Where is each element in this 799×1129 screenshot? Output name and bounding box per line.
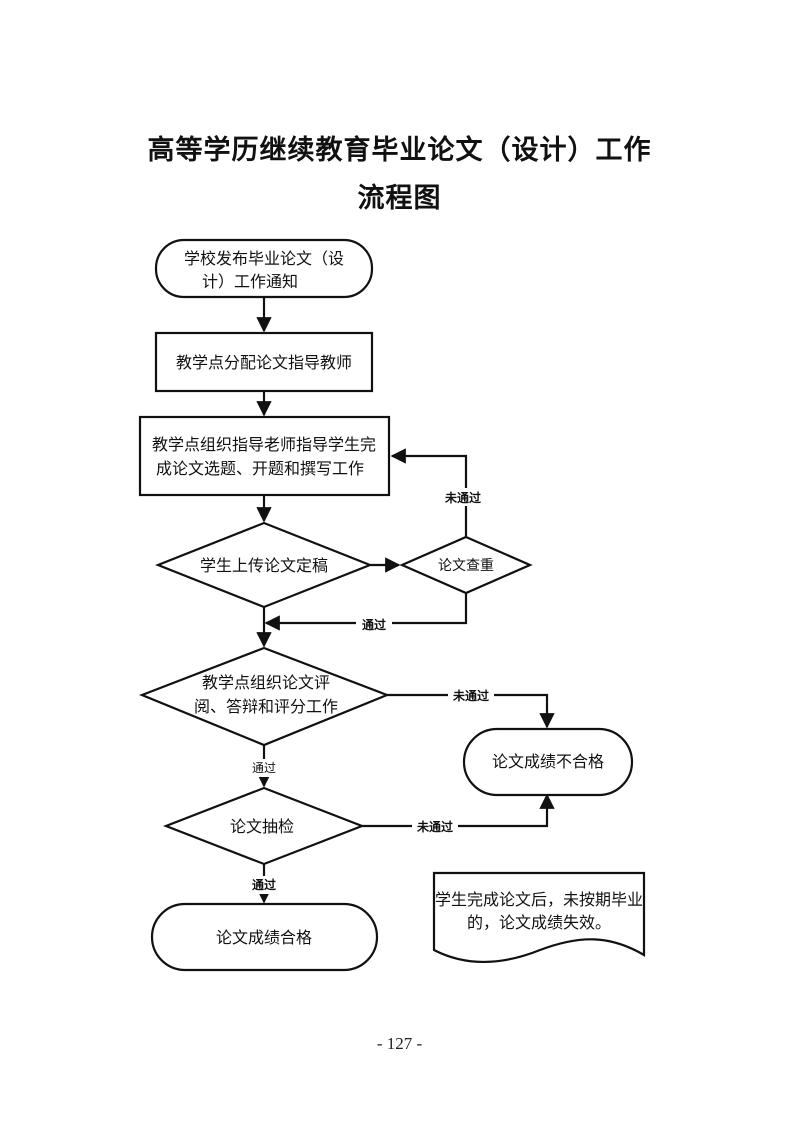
node-pass-label: 论文成绩合格 bbox=[216, 928, 312, 947]
node-start: 学校发布毕业论文（设 计）工作通知 bbox=[154, 238, 374, 299]
page-number: - 127 - bbox=[376, 1034, 423, 1053]
node-guide-line2: 成论文选题、开题和撰写工作 bbox=[156, 459, 364, 478]
edge-label-review-fail: 未通过 bbox=[452, 688, 489, 703]
edge-label-spot-fail: 未通过 bbox=[416, 819, 453, 834]
node-note-line1: 学生完成论文后，未按期毕业 bbox=[435, 890, 643, 909]
edge-check-pass-to-main bbox=[264, 593, 468, 631]
node-spot-check: 论文抽检 bbox=[162, 786, 366, 866]
node-start-line1: 学校发布毕业论文（设 bbox=[184, 249, 344, 268]
node-review-line1: 教学点组织论文评 bbox=[202, 673, 330, 692]
node-fail: 论文成绩不合格 bbox=[462, 727, 634, 797]
node-note: 学生完成论文后，未按期毕业 的，论文成绩失效。 bbox=[432, 871, 646, 964]
edge-label-review-pass: 通过 bbox=[252, 761, 276, 775]
edge-check-fail-to-guide bbox=[390, 448, 468, 537]
node-fail-label: 论文成绩不合格 bbox=[492, 752, 604, 771]
node-assign-label: 教学点分配论文指导教师 bbox=[176, 353, 352, 372]
edge-review-fail-to-fail bbox=[387, 693, 555, 729]
edge-label-dup-fail: 未通过 bbox=[444, 490, 481, 505]
node-note-line2: 的，论文成绩失效。 bbox=[467, 913, 611, 932]
node-guide-line1: 教学点组织指导老师指导学生完 bbox=[152, 435, 376, 454]
edge-label-dup-pass: 通过 bbox=[362, 617, 386, 632]
node-assign: 教学点分配论文指导教师 bbox=[154, 331, 374, 393]
node-upload: 学生上传论文定稿 bbox=[155, 521, 373, 609]
connectors bbox=[256, 297, 555, 904]
node-check-dup-label: 论文查重 bbox=[438, 558, 494, 574]
document-title: 高等学历继续教育毕业论文（设计）工作 bbox=[147, 135, 652, 166]
document-subtitle: 流程图 bbox=[357, 183, 442, 214]
node-start-line2: 计）工作通知 bbox=[202, 272, 298, 291]
node-spot-check-label: 论文抽检 bbox=[230, 817, 294, 836]
node-upload-label: 学生上传论文定稿 bbox=[200, 556, 328, 575]
node-pass: 论文成绩合格 bbox=[150, 902, 379, 972]
node-check-dup: 论文查重 bbox=[399, 535, 533, 595]
node-guide: 教学点组织指导老师指导学生完 成论文选题、开题和撰写工作 bbox=[138, 415, 391, 497]
edge-label-spot-pass: 通过 bbox=[252, 877, 276, 892]
edge-labels: 未通过 通过 未通过 通过 未通过 通过 bbox=[246, 488, 494, 894]
node-review-line2: 阅、答辩和评分工作 bbox=[194, 697, 338, 716]
node-review: 教学点组织论文评 阅、答辩和评分工作 bbox=[139, 646, 390, 747]
